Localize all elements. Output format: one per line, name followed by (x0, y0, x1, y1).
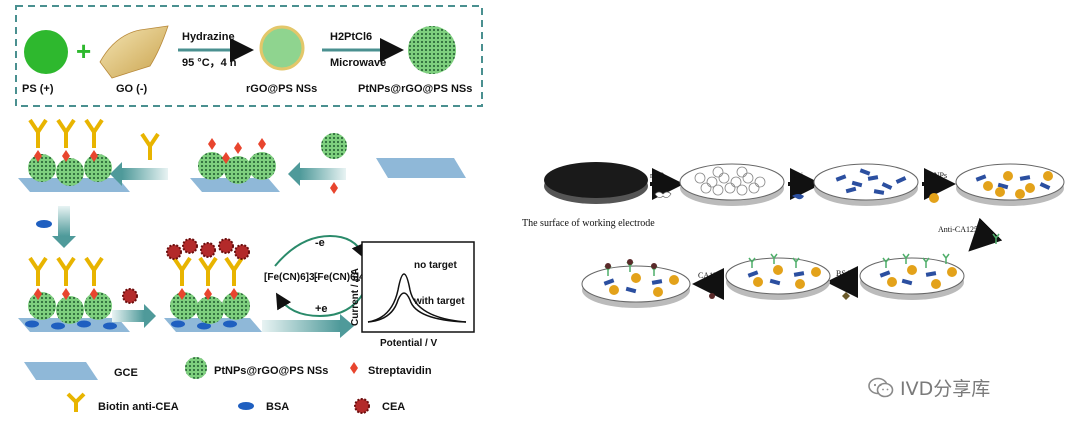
ps-sphere (24, 30, 68, 74)
rgo-label: rGO@PS NSs (246, 83, 317, 95)
streptavidin-d (34, 288, 98, 300)
watermark-text: IVD分享库 (900, 378, 991, 400)
arrow-bsa-label: BSA (836, 269, 852, 278)
curve-with-target (367, 292, 467, 323)
disk-ca125 (581, 259, 691, 308)
spheres-d (28, 292, 112, 324)
disk-rgo (679, 163, 785, 206)
step1-line1: Hydrazine (182, 31, 235, 43)
arrow-rgo-label: rGO (650, 171, 664, 180)
plot-xlabel: Potential / V (380, 338, 438, 349)
legend-cea: CEA (382, 401, 405, 413)
bsa-e (171, 320, 237, 330)
arrow-to-plot (262, 320, 340, 332)
step2-reagent: H2PtCl6 (330, 31, 372, 43)
legend-pt: PtNPs@rGO@PS NSs (214, 365, 328, 377)
step2-line2: Microwave (330, 57, 386, 69)
bsa-reagent (36, 220, 52, 228)
disk-ab (859, 253, 965, 300)
legend-gce: GCE (114, 367, 138, 379)
legend-biotin: Biotin anti-CEA (98, 401, 179, 413)
antibodies-d (28, 256, 104, 286)
legend-biotin-swatch (66, 392, 86, 412)
electrode-caption: The surface of working electrode (522, 218, 655, 229)
antibody-reagent (140, 132, 160, 160)
cea-reagent (122, 288, 138, 304)
legend-bsa: BSA (266, 401, 289, 413)
wechat-icon (868, 377, 894, 397)
electrode-b (190, 178, 280, 192)
redox-ox: [Fe(CN)6]3- (264, 272, 318, 283)
redox-red: [Fe(CN)6]4- (314, 272, 368, 283)
go-label: GO (-) (116, 83, 147, 95)
disk-bsa (725, 253, 831, 300)
spheres-b (198, 152, 276, 184)
disk-bare (544, 162, 648, 204)
plot-no-target: no target (414, 260, 457, 271)
streptavidin-e (178, 288, 238, 300)
pt-sphere-dots (408, 26, 456, 74)
arrow-thi-label: Thi (792, 171, 804, 180)
arrow-b-to-a (122, 168, 168, 180)
arrow-c-to-b (300, 168, 346, 180)
go-sheet (99, 25, 169, 79)
electrode-e (164, 318, 262, 332)
spheres-e (170, 292, 250, 324)
rgo-flake (654, 191, 672, 198)
cea-e (166, 238, 250, 260)
gce-bare (376, 158, 466, 178)
legend-cea-swatch (354, 398, 370, 414)
plot-ylabel: Current / μA (350, 268, 361, 326)
ab-mark (992, 233, 1000, 244)
thi-mark (792, 194, 804, 200)
step1-line2: 95 °C，4 h (182, 57, 237, 69)
antibodies-a (28, 118, 104, 148)
streptavidin-b (208, 138, 266, 164)
bsa-d (25, 320, 117, 330)
spheres-a (28, 154, 112, 186)
ps-label: PS (+) (22, 83, 54, 95)
streptavidin-a (34, 150, 98, 162)
synthesis-box (15, 5, 483, 107)
disk-thi (813, 163, 919, 206)
curve-no-target (367, 273, 467, 323)
plus-sign: + (76, 36, 91, 66)
dpv-plot: no target with target Potential / V Curr… (350, 241, 475, 349)
legend-gce-swatch (24, 362, 98, 380)
legend-pt-swatch (185, 357, 207, 379)
legend-bsa-swatch (238, 402, 254, 410)
plot-with-target: with target (413, 296, 465, 307)
arrow-anti (968, 217, 1003, 252)
arrow-aunps-label: AuNPs (924, 171, 947, 180)
right-panel: The surface of working electrode rGO Thi (522, 162, 1065, 308)
ca125-mark (709, 293, 715, 299)
legend-strep-swatch (350, 362, 358, 374)
antibodies-e (172, 256, 244, 286)
arrow-ca125-label: CA125 (698, 271, 721, 280)
redox-minus-e: -e (315, 237, 325, 249)
au-mark (929, 193, 939, 203)
arrow-anti-label: Anti-CA125 (938, 225, 978, 234)
left-panel: PS (+) + GO (-) Hydrazine 95 °C，4 h rGO@… (15, 5, 483, 414)
watermark: IVD分享库 (868, 374, 990, 401)
bsa-mark (842, 292, 850, 300)
legend-strep: Streptavidin (368, 365, 432, 377)
redox-plus-e: +e (315, 303, 328, 315)
legend: GCE PtNPs@rGO@PS NSs Streptavidin Biotin… (24, 357, 432, 414)
arrow-down (58, 206, 70, 236)
disk-au (955, 163, 1065, 206)
rgo-ps-sphere (259, 25, 305, 71)
pt-label: PtNPs@rGO@PS NSs (358, 83, 472, 95)
arrow-d-to-e (112, 310, 144, 322)
redox-cycle: -e +e [Fe(CN)6]3- [Fe(CN)6]4- (264, 234, 368, 318)
electrode-d (18, 318, 130, 332)
